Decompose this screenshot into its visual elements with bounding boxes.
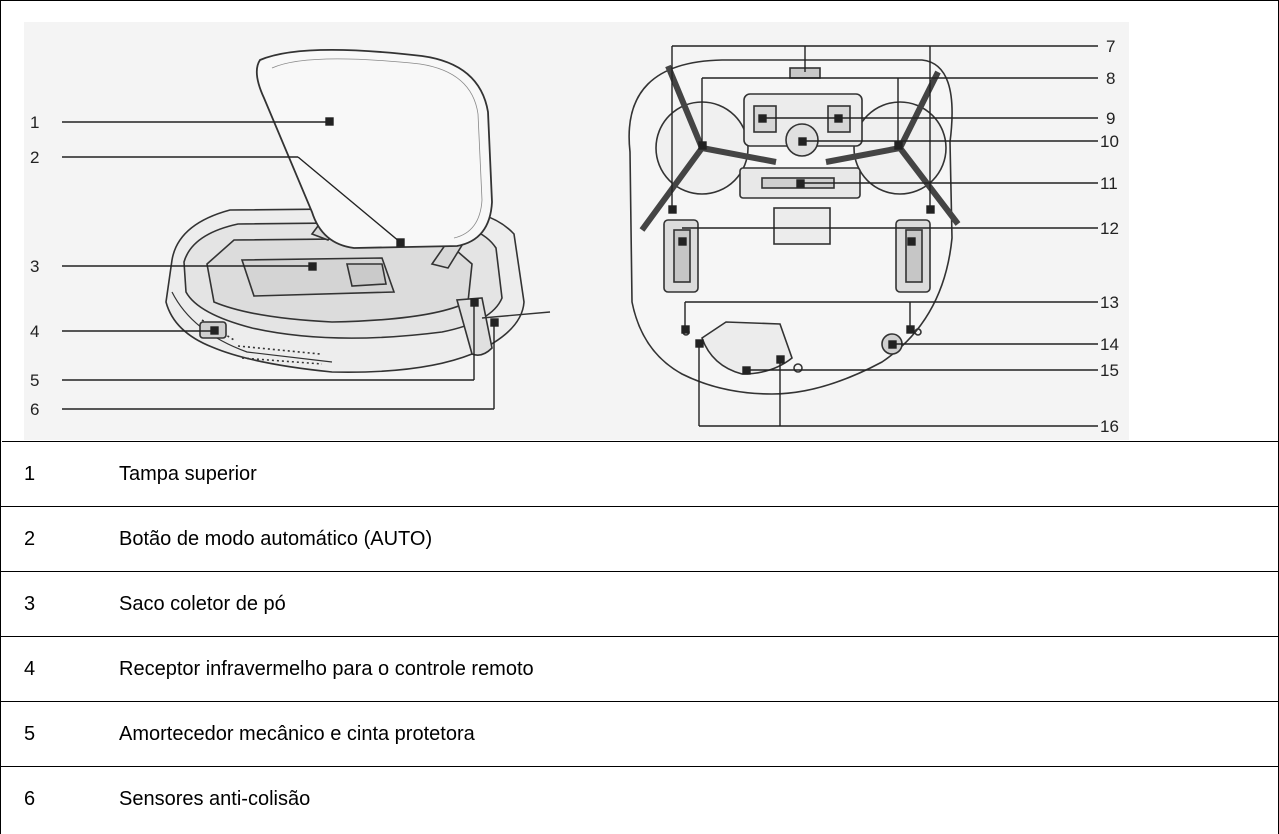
legend-row: 4 Receptor infravermelho para o controle… [1,637,1278,702]
legend-number: 1 [24,462,36,485]
callout-5: 5 [30,371,39,390]
legend-label: Sensores anti-colisão [119,788,311,810]
callout-11: 11 [1100,174,1118,193]
callout-7: 7 [1106,37,1115,56]
callout-8: 8 [1106,69,1115,88]
callout-15: 15 [1100,361,1119,380]
legend-row: 3 Saco coletor de pó [1,572,1278,637]
robot-vacuum-illustration: 1 2 3 4 5 6 [24,22,1129,440]
callout-3: 3 [30,257,39,276]
left-callout-lines [62,117,499,410]
legend-row: 1 Tampa superior [1,442,1278,507]
legend-label: Saco coletor de pó [119,592,286,615]
robot-vacuum-diagram: 1 2 3 4 5 6 [2,2,1278,442]
legend-label: Tampa superior [119,462,257,485]
callout-13: 13 [1100,293,1119,312]
legend-number: 5 [24,722,36,745]
legend-label: Botão de modo automático (AUTO) [119,527,433,550]
right-callout-numbers: 7 8 9 10 11 12 13 14 15 16 [1100,37,1119,436]
legend-row: 5 Amortecedor mecânico e cinta protetora [1,702,1278,767]
legend-label: Amortecedor mecânico e cinta protetora [119,722,475,745]
left-callout-numbers: 1 2 3 4 5 6 [30,113,39,419]
legend-row: 2 Botão de modo automático (AUTO) [1,507,1278,572]
robot-top-view [165,48,551,373]
callout-14: 14 [1100,335,1119,354]
legend-table: 1 Tampa superior 2 Botão de modo automát… [1,442,1278,832]
callout-12: 12 [1100,219,1119,238]
legend-label: Receptor infravermelho para o controle r… [119,657,534,680]
callout-2: 2 [30,148,39,167]
legend-row: 6 Sensores anti-colisão [1,767,1278,832]
legend-number: 6 [24,788,36,810]
callout-16: 16 [1100,417,1119,436]
callout-10: 10 [1100,132,1119,151]
legend-number: 4 [24,657,36,680]
legend-number: 2 [24,527,36,550]
callout-9: 9 [1106,109,1115,128]
callout-1: 1 [30,113,39,132]
callout-4: 4 [30,322,39,341]
right-callout-lines [668,45,1098,427]
callout-6: 6 [30,400,39,419]
legend-number: 3 [24,592,36,615]
